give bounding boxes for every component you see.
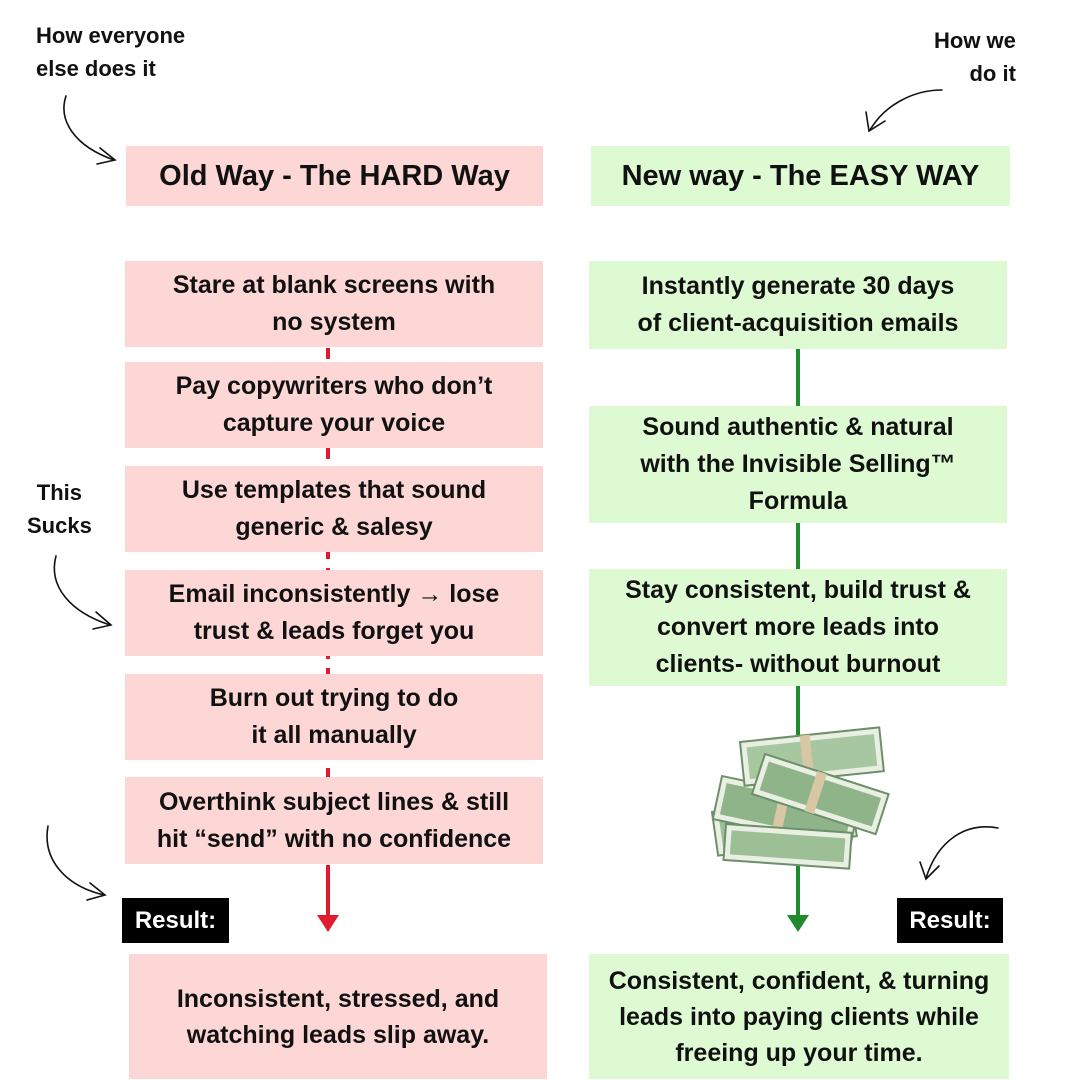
old-way-step: Use templates that sound generic & sales… [125,466,543,552]
new-way-arrowhead [787,915,809,932]
old-way-step: Burn out trying to do it all manually [125,674,543,760]
old-way-result: Inconsistent, stressed, and watching lea… [129,954,547,1079]
curved-arrow-icon [46,825,107,901]
new-way-result: Consistent, confident, & turning leads i… [589,954,1009,1079]
old-way-arrowhead [317,915,339,932]
new-way-step: Instantly generate 30 days of client-acq… [589,261,1007,349]
new-way-step: Stay consistent, build trust & convert m… [589,569,1007,686]
curved-arrow-icon [865,89,943,133]
money-stack-icon [710,726,890,870]
old-way-step: Email inconsistently → lose trust & lead… [125,570,543,656]
old-way-header: Old Way - The HARD Way [126,146,543,206]
annotation-this-sucks: This Sucks [27,480,92,538]
new-way-header: New way - The EASY WAY [591,146,1010,206]
old-way-step: Stare at blank screens with no system [125,261,543,347]
old-way-step: Overthink subject lines & still hit “sen… [125,777,543,864]
curved-arrow-icon [919,826,999,881]
old-way-step: Pay copywriters who don’t capture your v… [125,362,543,448]
curved-arrow-icon [53,555,113,630]
annotation-everyone-else: How everyone else does it [36,23,186,81]
old-way-result-label: Result: [122,898,229,943]
new-way-result-label: Result: [897,898,1003,943]
curved-arrow-icon [63,95,117,165]
annotation-how-we-do-it: How we do it [934,28,1016,86]
new-way-step: Sound authentic & natural with the Invis… [589,406,1007,523]
